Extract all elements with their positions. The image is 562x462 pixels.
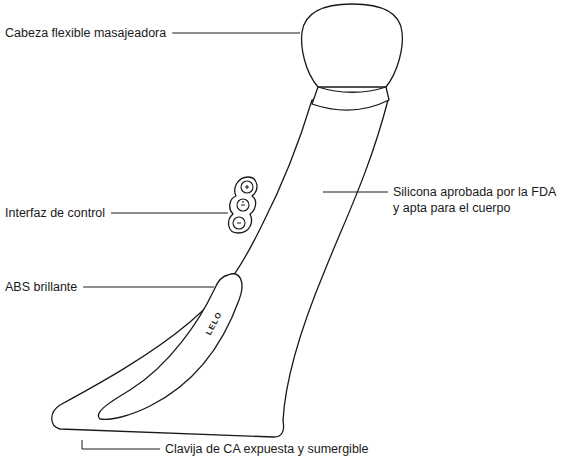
control-outline	[229, 177, 257, 233]
part-label: ABS brillante	[5, 279, 77, 295]
wand-body	[52, 100, 388, 437]
massage-head	[302, 4, 403, 87]
abs-panel	[98, 274, 242, 420]
part-label: Interfaz de control	[5, 205, 105, 221]
part-label: Silicona aprobada por la FDA y apta para…	[393, 184, 558, 217]
part-label: Cabeza flexible masajeadora	[5, 25, 166, 41]
leader-line	[172, 33, 300, 34]
bracket-line	[82, 440, 160, 449]
button-symbol	[237, 185, 249, 223]
leader-line	[111, 213, 228, 214]
part-label: Clavija de CA expuesta y sumergible	[165, 441, 369, 457]
collar	[312, 87, 389, 110]
leader-line	[323, 192, 388, 193]
leader-line	[83, 287, 214, 288]
